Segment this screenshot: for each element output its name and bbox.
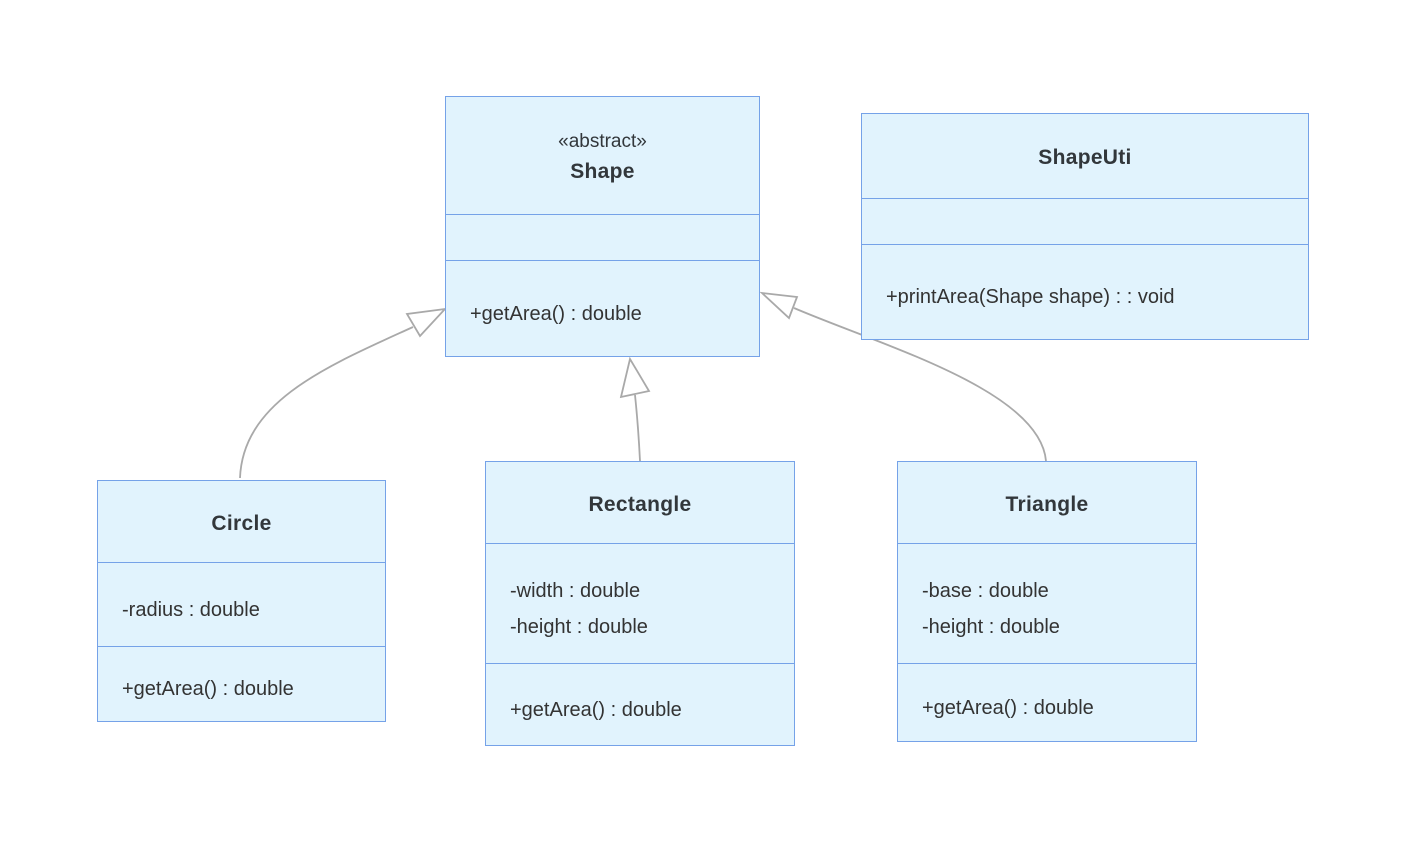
class-methods-triangle: +getArea() : double [898, 663, 1196, 741]
class-name: Circle [211, 511, 272, 535]
method: +printArea(Shape shape) : : void [886, 286, 1175, 308]
edge-triangle-to-shape [793, 307, 1047, 462]
class-title-triangle: Triangle [898, 462, 1196, 543]
class-box-rectangle[interactable]: Rectangle -width : double -height : doub… [485, 461, 795, 746]
class-box-shapeuti[interactable]: ShapeUti +printArea(Shape shape) : : voi… [861, 113, 1309, 340]
class-title-shape: «abstract» Shape [446, 97, 759, 214]
inheritance-arrowhead-circle [405, 307, 448, 338]
class-title-shapeuti: ShapeUti [862, 114, 1308, 198]
method: +getArea() : double [510, 698, 682, 721]
method: +getArea() : double [122, 678, 294, 700]
attribute: -height : double [510, 615, 648, 638]
class-attributes-circle: -radius : double [98, 562, 385, 646]
class-box-shape[interactable]: «abstract» Shape +getArea() : double [445, 96, 760, 357]
class-name: Triangle [1005, 492, 1089, 516]
class-methods-circle: +getArea() : double [98, 646, 385, 721]
class-title-circle: Circle [98, 481, 385, 562]
class-methods-shapeuti: +printArea(Shape shape) : : void [862, 244, 1308, 339]
attribute: -base : double [922, 579, 1049, 602]
edge-circle-to-shape [239, 326, 414, 479]
class-title-rectangle: Rectangle [486, 462, 794, 543]
class-attributes-shapeuti [862, 198, 1308, 244]
class-methods-rectangle: +getArea() : double [486, 663, 794, 745]
attribute: -width : double [510, 579, 641, 602]
class-name: Rectangle [588, 492, 692, 516]
class-attributes-rectangle: -width : double -height : double [486, 543, 794, 663]
class-name: ShapeUti [1038, 146, 1132, 169]
class-attributes-triangle: -base : double -height : double [898, 543, 1196, 663]
method: +getArea() : double [922, 696, 1094, 719]
method: +getArea() : double [470, 302, 642, 325]
class-stereotype: «abstract» [558, 131, 647, 152]
inheritance-arrowhead-triangle [759, 291, 799, 320]
class-methods-shape: +getArea() : double [446, 260, 759, 356]
class-box-circle[interactable]: Circle -radius : double +getArea() : dou… [97, 480, 386, 722]
class-box-triangle[interactable]: Triangle -base : double -height : double… [897, 461, 1197, 742]
attribute: -height : double [922, 615, 1060, 638]
class-name: Shape [570, 160, 635, 183]
edge-rectangle-to-shape [634, 394, 641, 462]
class-attributes-shape [446, 214, 759, 260]
inheritance-arrowhead-rectangle [619, 356, 651, 399]
attribute: -radius : double [122, 598, 260, 621]
